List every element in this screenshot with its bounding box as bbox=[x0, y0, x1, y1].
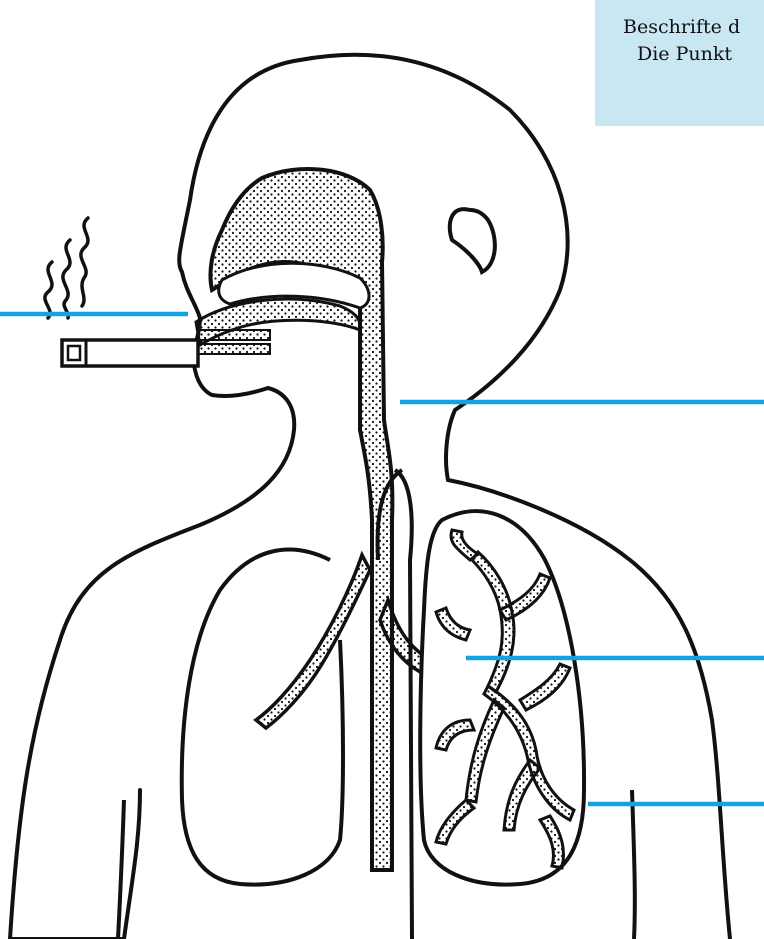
arm-right-line bbox=[632, 790, 635, 939]
arm-left-line bbox=[118, 800, 124, 939]
cigarette bbox=[62, 330, 270, 366]
bronchus-left bbox=[256, 555, 370, 728]
ear-outline bbox=[450, 209, 495, 272]
smoke-icon bbox=[45, 218, 88, 318]
